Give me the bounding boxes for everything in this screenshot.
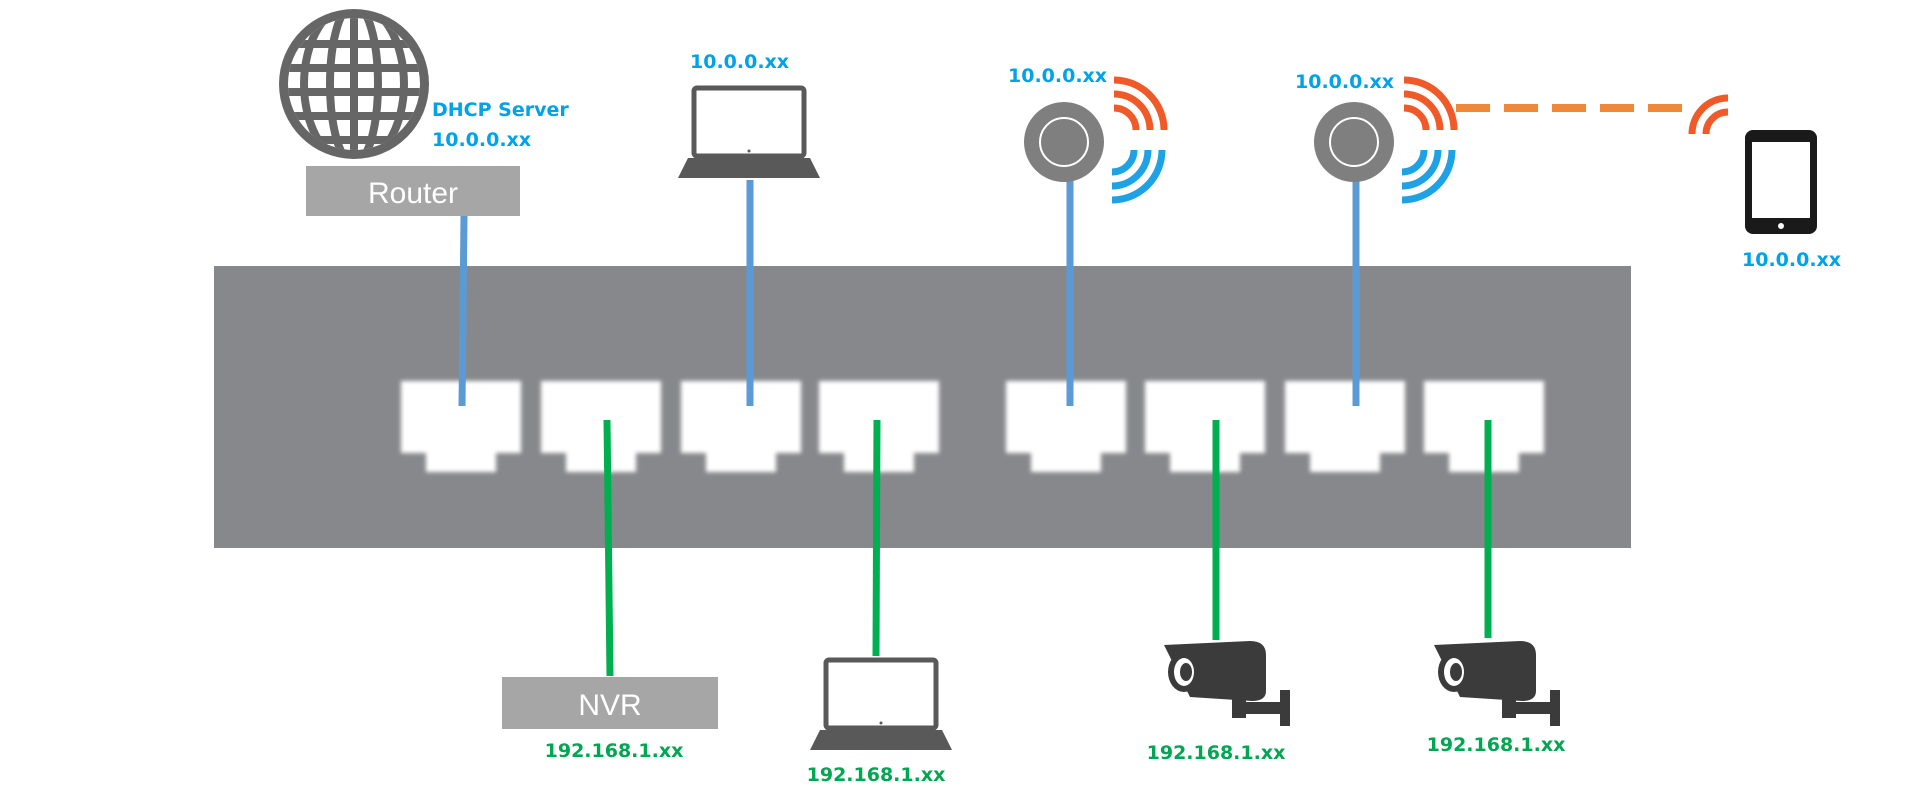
access-point-2-icon — [1314, 102, 1394, 182]
switch-port-3[interactable] — [681, 381, 801, 472]
nvr-link — [603, 419, 614, 677]
green-links — [603, 419, 1492, 677]
router-ip: 10.0.0.xx — [432, 129, 531, 151]
switch-ports — [401, 381, 1544, 472]
dhcp-server-label: DHCP Server — [432, 99, 569, 121]
tablet-icon — [1745, 130, 1817, 234]
blue-links — [458, 170, 1360, 407]
tablet-ip: 10.0.0.xx — [1742, 249, 1841, 271]
switch-port-2[interactable] — [541, 381, 661, 472]
access-point-1-icon — [1024, 102, 1104, 182]
router-box[interactable]: Router — [306, 166, 520, 216]
laptop-top-icon — [678, 85, 820, 178]
laptop-bottom-ip: 192.168.1.xx — [807, 764, 946, 786]
nvr-ip: 192.168.1.xx — [545, 740, 684, 762]
switch-port-8[interactable] — [1424, 381, 1544, 472]
camera-2-ip: 192.168.1.xx — [1427, 734, 1566, 756]
nvr-label: NVR — [578, 689, 641, 722]
router-label: Router — [368, 177, 458, 210]
switch-port-7[interactable] — [1285, 381, 1405, 472]
ap-1-ip: 10.0.0.xx — [1008, 65, 1107, 87]
wifi-icon-ap-2 — [1401, 76, 1458, 204]
wifi-icon-tablet — [1688, 94, 1729, 135]
camera-2-icon — [1434, 641, 1560, 726]
switch-port-5[interactable] — [1006, 381, 1126, 472]
laptop-bottom-icon — [810, 657, 952, 750]
router-link — [458, 215, 468, 407]
camera-1-icon — [1164, 641, 1290, 726]
laptop-bottom-link — [872, 419, 881, 657]
laptop-top-ip: 10.0.0.xx — [690, 51, 789, 73]
globe-icon — [279, 9, 429, 159]
switch-port-6[interactable] — [1145, 381, 1265, 472]
wifi-icon-ap-1 — [1111, 76, 1168, 204]
nvr-box[interactable]: NVR — [502, 677, 718, 729]
ap-2-ip: 10.0.0.xx — [1295, 71, 1394, 93]
switch-port-1[interactable] — [401, 381, 521, 472]
camera-1-ip: 192.168.1.xx — [1147, 742, 1286, 764]
